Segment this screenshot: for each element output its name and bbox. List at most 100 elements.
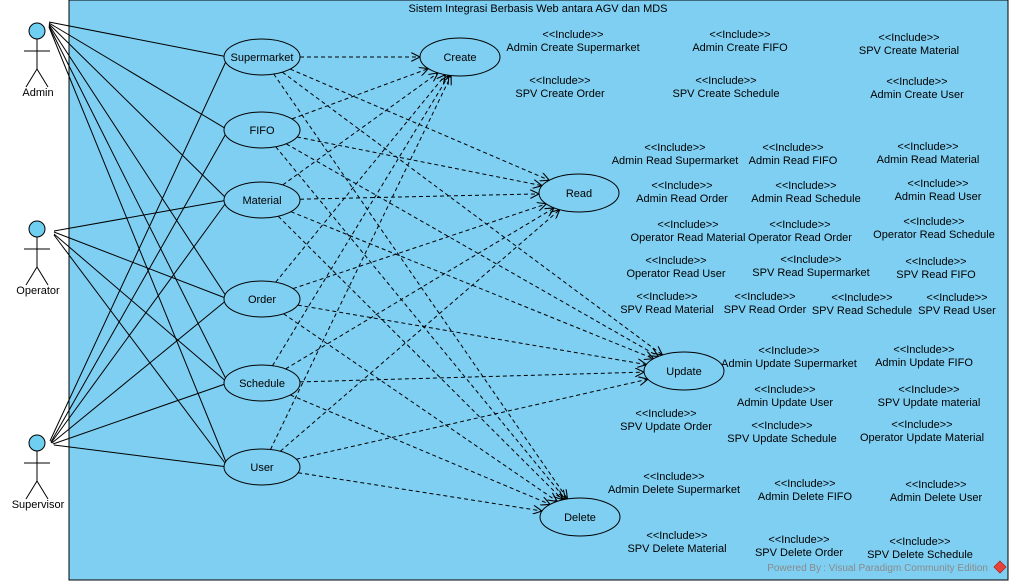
association-supervisor-user [53,444,229,468]
use-case-read[interactable]: Read [538,173,620,213]
use-case-user[interactable]: User [223,448,301,486]
include-supermarket-delete [273,73,568,499]
include-schedule-read [285,208,555,370]
stereotype-text: <<Include>> [734,291,795,303]
use-case-label: Order [248,294,276,306]
use-case-supermarket[interactable]: Supermarket [223,38,301,76]
include-order-create [275,75,446,283]
actor-label: Supervisor [12,499,65,511]
stereotype-text: <<Include>> [651,180,712,192]
include-name: SPV Read User [918,305,996,317]
include-arrows [270,57,663,511]
include-order-read [292,204,546,290]
stereotype-text: <<Include>> [907,178,968,190]
include-label: <<Include>>Operator Read Material [631,219,746,244]
include-user-read [279,210,559,452]
actor-right-leg [36,480,49,500]
include-fifo-update [286,143,658,357]
include-name: Admin Read User [895,191,982,203]
actor-supervisor[interactable]: Supervisor [12,434,65,511]
stereotype-text: <<Include>> [657,219,718,231]
use-case-ellipse [223,111,301,149]
include-material-update [290,211,654,359]
include-name: SPV Read Supermarket [752,267,869,279]
stereotype-text: <<Include>> [643,471,704,483]
stereotype-text: <<Include>> [774,478,835,490]
include-label: <<Include>>Operator Read Schedule [873,216,995,241]
include-label: <<Include>>Admin Create User [870,76,964,101]
include-name: SPV Read Order [724,304,807,316]
include-label: <<Include>>SPV Update Schedule [727,420,836,445]
association-admin-material [48,23,229,201]
use-case-label: User [250,462,274,474]
stereotype-text: <<Include>> [635,408,696,420]
actor-admin[interactable]: Admin [22,22,54,99]
include-name: SPV Read FIFO [896,269,976,281]
include-name: Admin Create FIFO [692,42,788,54]
stereotype-text: <<Include>> [831,292,892,304]
stereotype-text: <<Include>> [695,75,756,87]
include-name: SPV Read Schedule [812,305,912,317]
include-material-read [299,194,539,200]
include-label: <<Include>>Admin Delete FIFO [758,478,853,503]
include-name: Admin Read Order [636,193,728,205]
include-label: <<Include>>Operator Read Order [748,219,852,244]
include-schedule-create [272,75,449,366]
include-order-update [297,304,647,365]
use-case-fifo[interactable]: FIFO [223,111,301,149]
actor-label: Admin [22,87,53,99]
use-case-ellipse [223,448,301,486]
stereotype-text: <<Include>> [905,479,966,491]
use-case-material[interactable]: Material [223,181,301,219]
use-case-delete[interactable]: Delete [539,497,621,537]
include-fifo-delete [275,146,566,500]
stereotype-text: <<Include>> [751,420,812,432]
include-label: <<Include>>Admin Update FIFO [875,344,973,369]
include-name: Admin Delete User [890,492,983,504]
include-label: <<Include>>Admin Read Supermarket [612,142,739,167]
use-case-label: Schedule [239,378,285,390]
use-case-label: FIFO [249,125,274,137]
use-case-ellipse [538,173,620,213]
include-label: <<Include>>Admin Create Supermarket [506,29,639,54]
stereotype-text: <<Include>> [893,344,954,356]
use-case-create[interactable]: Create [419,37,501,77]
association-supervisor-supermarket [49,56,229,442]
include-name: Admin Update User [737,397,833,409]
association-supervisor-material [50,199,229,444]
include-order-delete [283,313,558,502]
stereotype-text: <<Include>> [529,75,590,87]
use-case-ellipse [223,38,301,76]
use-case-ellipse [223,280,301,318]
include-name: Admin Update FIFO [875,357,973,369]
stereotype-text: <<Include>> [886,76,947,88]
include-label: <<Include>>SPV Update material [878,384,981,409]
association-operator-material [53,199,229,232]
use-case-ellipse [223,181,301,219]
include-name: Admin Create Supermarket [506,42,639,54]
stereotype-text: <<Include>> [780,254,841,266]
actor-left-leg [25,266,38,286]
stereotype-text: <<Include>> [645,255,706,267]
actor-left-leg [25,480,38,500]
actor-right-leg [36,266,49,286]
include-label: <<Include>>SPV Read Material [620,291,714,316]
stereotype-text: <<Include>> [903,216,964,228]
include-label: <<Include>>SPV Delete Material [627,530,726,555]
include-name: SPV Update material [878,397,981,409]
actor-operator[interactable]: Operator [16,220,60,297]
include-name: SPV Update Order [620,421,712,433]
use-case-ellipse [643,351,725,391]
use-case-order[interactable]: Order [223,280,301,318]
include-label: <<Include>>SPV Create Material [859,32,959,57]
include-name: SPV Delete Material [627,543,726,555]
association-operator-order [53,231,229,300]
include-fifo-create [291,69,428,120]
use-case-schedule[interactable]: Schedule [223,364,301,402]
use-case-label: Create [443,52,476,64]
association-admin-fifo [48,22,229,131]
use-case-update[interactable]: Update [643,351,725,391]
